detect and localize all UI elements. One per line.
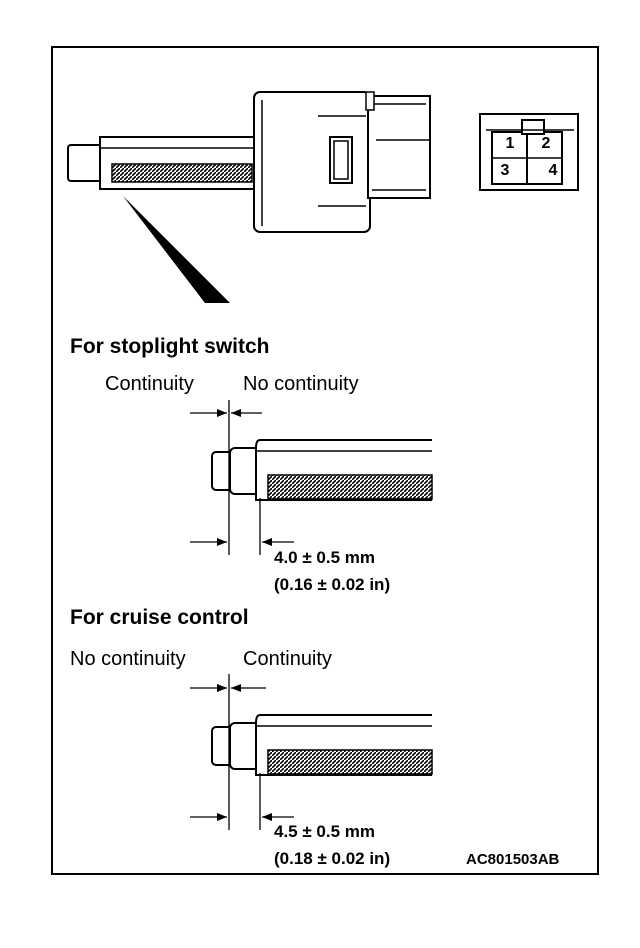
cruise-dimension-mm: 4.5 ± 0.5 mm — [274, 822, 375, 841]
connector-face — [479, 113, 579, 191]
figure-frame — [51, 46, 599, 875]
stoplight-dimension-in: (0.16 ± 0.02 in) — [274, 575, 391, 594]
stoplight-heading: For stoplight switch — [70, 335, 270, 358]
connector-pin-3: 3 — [500, 162, 510, 179]
pointer-wedge — [123, 196, 230, 303]
connector-pin-2: 2 — [541, 135, 551, 152]
switch-illustration — [67, 91, 431, 233]
cruise-right-label: Continuity — [243, 648, 332, 670]
cruise-left-label: No continuity — [70, 648, 186, 670]
figure-code: AC801503AB — [466, 851, 560, 868]
cruise-dimension-in: (0.18 ± 0.02 in) — [274, 849, 391, 868]
cruise-heading: For cruise control — [70, 606, 249, 629]
connector-pin-1: 1 — [505, 135, 515, 152]
stoplight-right-label: No continuity — [243, 373, 359, 395]
cruise-detail — [190, 674, 433, 830]
stoplight-detail — [190, 400, 433, 555]
connector-pin-4: 4 — [548, 162, 558, 179]
stoplight-left-label: Continuity — [105, 373, 194, 395]
stoplight-dimension-mm: 4.0 ± 0.5 mm — [274, 548, 375, 567]
